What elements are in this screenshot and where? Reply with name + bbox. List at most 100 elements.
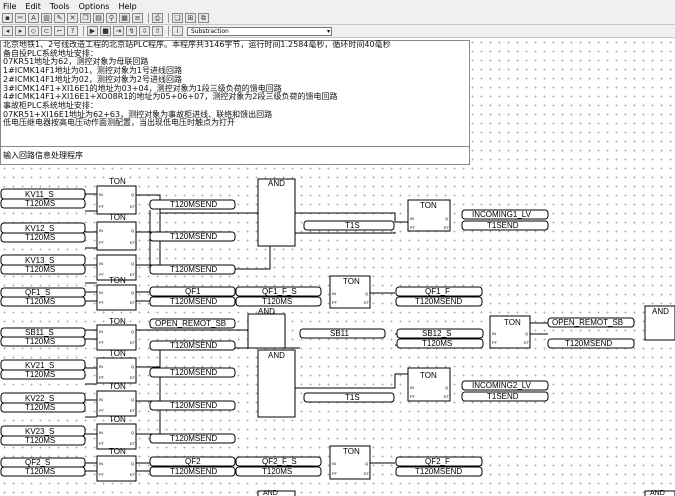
help-icon[interactable]: ? [67,26,78,36]
copy-icon[interactable]: ❐ [80,13,91,23]
label-t120ms-11[interactable]: T120MS [396,338,484,349]
label-t120ms-5[interactable]: T120MS [0,336,86,347]
run-icon[interactable]: ▶ [87,26,98,36]
label-t1send-1[interactable]: T1SEND [461,220,549,231]
grid-icon[interactable]: ▦ [119,13,130,23]
and-block-2[interactable]: AND [247,307,286,349]
function-dropdown[interactable]: Substraction ▾ [187,26,332,36]
label-t120ms-10[interactable]: T120MS [235,296,322,307]
label-t120ms-9[interactable]: T120MS [0,466,86,477]
scissors-icon[interactable]: ✂ [15,13,26,23]
label-qf1[interactable]: QF1 [149,286,236,297]
ton-block-10[interactable]: TON IN Q PT ET [407,199,451,232]
stop-icon[interactable]: ■ [100,26,111,36]
label-t120msend-4[interactable]: T120MSEND [149,296,236,307]
and-block-4[interactable]: AND [257,349,296,418]
cross-icon[interactable]: ✕ [67,13,78,23]
ton-block-13[interactable]: TON IN Q PT ET [407,367,451,402]
label-sb12s[interactable]: SB12_S [396,328,484,339]
menu-file[interactable]: File [3,1,17,11]
label-t120msend-7[interactable]: T120MSEND [547,338,635,349]
label-t120msend-6[interactable]: T120MSEND [149,340,236,351]
label-t1send-2[interactable]: T1SEND [461,391,549,402]
label-open-remot-sb-1[interactable]: OPEN_REMOT_SB [149,318,236,329]
menu-tools[interactable]: Tools [49,1,70,11]
label-qf1f[interactable]: QF1_F [395,286,483,297]
select-icon[interactable]: ◇ [28,26,39,36]
ton-block-7[interactable]: TON IN Q PT ET [96,382,137,417]
label-t120ms-4[interactable]: T120MS [0,296,86,307]
ton-block-4[interactable]: TON IN Q PT ET [96,276,137,311]
forward-icon[interactable]: ▸ [15,26,26,36]
label-t120msend-10[interactable]: T120MSEND [149,433,236,444]
label-kv23[interactable]: KV23_S [0,425,86,437]
label-kv12[interactable]: KV12_S [0,222,86,234]
label-t120msend-2[interactable]: T120MSEND [149,231,236,242]
label-t120msend-8[interactable]: T120MSEND [149,367,236,378]
label-t120ms-8[interactable]: T120MS [0,435,86,446]
label-qf2[interactable]: QF2 [149,456,236,467]
cascade-icon[interactable]: ⧉ [198,13,209,23]
label-open-remot-sb-2[interactable]: OPEN_REMOT_SB [547,317,635,328]
label-t1s-1[interactable]: T1S [303,220,395,231]
label-t120ms-3[interactable]: T120MS [0,264,86,275]
label-incoming1[interactable]: INCOMING1_LV [461,209,549,220]
back-icon[interactable]: ◂ [2,26,13,36]
menu-help[interactable]: Help [118,1,137,11]
label-qf1fs[interactable]: QF1_F_S [235,286,322,297]
info-icon[interactable]: i [172,26,183,36]
label-t120msend-1[interactable]: T120MSEND [149,199,236,210]
save-icon[interactable]: ▪ [2,13,13,23]
network-title[interactable]: 输入回路信息处理程序 [0,146,470,165]
ton-block-1[interactable]: TON IN Q PT ET [96,177,137,215]
and-block-3[interactable]: AND [644,305,675,341]
label-t120ms-1[interactable]: T120MS [0,198,86,209]
program-canvas[interactable]: 北京地铁1、2号线改造工程的北京站PLC程序。本程序共3146字节，运行时间1.… [0,38,675,496]
window-icon[interactable]: ❏ [172,13,183,23]
paste-icon[interactable]: ▤ [93,13,104,23]
label-sb11[interactable]: SB11 [299,328,386,339]
download-icon[interactable]: ⇩ [139,26,150,36]
menu-edit[interactable]: Edit [25,1,41,11]
ton-block-11[interactable]: TON IN Q PT ET [329,275,371,309]
label-t120msend-12[interactable]: T120MSEND [395,466,483,477]
and-block-1[interactable]: AND [257,178,296,247]
ton-block-12[interactable]: TON IN Q PT ET [489,315,531,349]
label-qf2fs[interactable]: QF2_F_S [235,456,322,467]
wand-icon[interactable]: ✎ [54,13,65,23]
list-icon[interactable]: ≡ [132,13,143,23]
zoom-icon[interactable]: ⚲ [106,13,117,23]
ton-block-3[interactable]: IN Q PT ET [96,254,137,281]
label-sb11s[interactable]: SB11_S [0,327,86,338]
and-block-5[interactable]: AND [257,490,296,496]
label-t120ms-6[interactable]: T120MS [0,369,86,380]
label-kv22[interactable]: KV22_S [0,392,86,404]
label-kv11[interactable]: KV11_S [0,188,86,200]
label-qf1s[interactable]: QF1_S [0,287,86,298]
label-t120msend-5[interactable]: T120MSEND [395,296,483,307]
step-icon[interactable]: ⇥ [113,26,124,36]
ton-block-5[interactable]: TON IN Q PT ET [96,317,137,351]
label-qf2s[interactable]: QF2_S [0,457,86,468]
label-t120msend-11[interactable]: T120MSEND [149,466,236,477]
label-kv13[interactable]: KV13_S [0,254,86,266]
print-icon[interactable]: ⎙ [152,13,163,23]
upload-icon[interactable]: ⇧ [152,26,163,36]
ton-block-2[interactable]: TON IN Q PT ET [96,213,137,251]
label-t120msend-9[interactable]: T120MSEND [149,400,236,411]
label-qf2f[interactable]: QF2_F [395,456,483,467]
trace-icon[interactable]: ↯ [126,26,137,36]
graph-icon[interactable]: ▥ [41,13,52,23]
program-comment[interactable]: 北京地铁1、2号线改造工程的北京站PLC程序。本程序共3146字节，运行时间1.… [0,40,470,164]
label-t1s-2[interactable]: T1S [303,392,395,403]
wire-icon[interactable]: ⌐ [54,26,65,36]
ton-block-9[interactable]: TON IN Q PT ET [96,447,137,482]
tile-icon[interactable]: ⊞ [185,13,196,23]
ton-block-14[interactable]: TON IN Q PT ET [329,445,371,480]
label-t120ms-2[interactable]: T120MS [0,232,86,243]
and-block-6[interactable]: AND [644,490,675,496]
ton-block-6[interactable]: TON IN Q PT ET [96,349,137,384]
label-t120ms-12[interactable]: T120MS [235,466,322,477]
text-icon[interactable]: A [28,13,39,23]
label-t120ms-7[interactable]: T120MS [0,402,86,413]
